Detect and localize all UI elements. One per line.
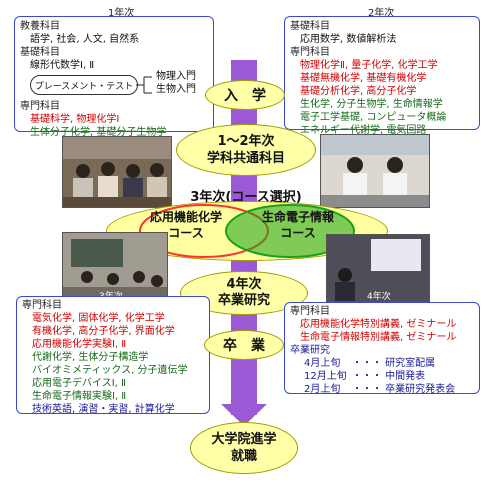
common-subjects-oval: 1～2年次 学科共通科目: [176, 124, 316, 176]
senmon-title-2: 専門科目: [290, 47, 330, 58]
year4-line1: 4年次: [226, 277, 262, 292]
lab-image: [321, 135, 429, 207]
photo-year4: 4年次: [326, 234, 430, 302]
y3-red-line3: 応用機能化学実験Ⅰ, Ⅱ: [32, 339, 127, 350]
course-b-label: 生命電子情報 コース: [248, 209, 348, 241]
course-a-line2: コース: [168, 226, 204, 240]
kiso-title-1: 基礎科目: [20, 47, 60, 58]
schedule-what: ・・・ 卒業研究発表会: [352, 384, 456, 395]
y4-red-line1: 応用機能化学特別講義, ゼミナール: [300, 319, 457, 330]
graduation-oval: 卒 業: [204, 330, 284, 360]
year2-panel: 基礎科目 応用数学, 数値解析法 専門科目 物理化学Ⅱ, 量子化学, 化学工学 …: [284, 16, 480, 136]
biology-intro: 生物入門: [156, 84, 196, 95]
senmon2-line1: 物理化学Ⅱ, 量子化学, 化学工学: [300, 60, 438, 71]
year4-line2: 卒業研究: [217, 293, 270, 308]
year2-label: 2年次: [368, 8, 395, 19]
kyoyo-title: 教養科目: [20, 21, 60, 32]
y3-red-line1: 電気化学, 固体化学, 化学工学: [32, 313, 165, 324]
schedule-when: 4月上旬: [304, 358, 341, 369]
y4-red-line2: 生命電子情報特別講義, ゼミナール: [300, 332, 457, 343]
kiso-title-2: 基礎科目: [290, 21, 330, 32]
senmon1-line2: 生体分子化学, 基礎分子生物学: [30, 127, 167, 138]
photo-classroom: [62, 136, 172, 208]
year4-panel: 専門科目 応用機能化学特別講義, ゼミナール 生命電子情報特別講義, ゼミナール…: [284, 302, 480, 396]
kiso-item-1: 線形代数学Ⅰ, Ⅱ: [30, 60, 95, 71]
course-b-line2: コース: [280, 226, 316, 240]
students-image: [63, 137, 171, 207]
photo-lab: [320, 134, 430, 208]
year4-label: 4年次: [367, 292, 391, 302]
final-line2: 就職: [230, 449, 257, 464]
y3-green-line3: 応用電子デバイスⅠ, Ⅱ: [32, 378, 126, 389]
research-title: 卒業研究: [290, 345, 330, 356]
y3-red-line2: 有機化学, 高分子化学, 界面化学: [32, 326, 175, 337]
senmon1-line1: 基礎科学, 物理化学Ⅰ: [30, 114, 120, 125]
y3-last-line: 技術英語, 演習・実習, 計算化学: [32, 404, 175, 415]
admission-oval: 入 学: [205, 80, 285, 110]
placement-test: プレースメント・テスト: [30, 75, 138, 95]
y3-green-line4: 生命電子情報実験Ⅰ, Ⅱ: [32, 391, 127, 402]
kyoyo-items: 語学, 社会, 人文, 自然系: [30, 34, 140, 45]
senmon2-line3: 基礎分析化学, 高分子化学: [300, 86, 417, 97]
course-a-line1: 応用機能化学: [149, 210, 222, 224]
y3-green-line1: 代謝化学, 生体分子構造学: [32, 352, 149, 363]
course-b-line1: 生命電子情報: [261, 210, 334, 224]
final-oval: 大学院進学 就職: [190, 422, 298, 474]
final-line1: 大学院進学: [211, 432, 277, 447]
schedule-row: 4月上旬・・・ 研究室配属: [290, 357, 474, 370]
schedule-row: 2月上旬・・・ 卒業研究発表会: [290, 383, 474, 396]
common-line1: 1～2年次: [217, 134, 275, 149]
senmon2-line4: 生化学, 分子生物学, 生命情報学: [300, 99, 443, 110]
senmon-title-4: 専門科目: [290, 306, 330, 317]
year1-label: 1年次: [108, 8, 135, 19]
schedule-when: 12月上旬: [304, 371, 347, 382]
course-a-label: 応用機能化学 コース: [136, 209, 236, 241]
schedule-row: 12月上旬・・・ 中間発表: [290, 370, 474, 383]
schedule-what: ・・・ 中間発表: [352, 371, 426, 382]
year3-panel: 専門科目 電気化学, 固体化学, 化学工学 有機化学, 高分子化学, 界面化学 …: [16, 296, 210, 415]
senmon-title-1: 専門科目: [20, 101, 60, 112]
bracket-icon: [136, 76, 152, 94]
kiso-item-2: 応用数学, 数値解析法: [300, 34, 397, 45]
year1-panel: 教養科目 語学, 社会, 人文, 自然系 基礎科目 線形代数学Ⅰ, Ⅱ プレース…: [14, 16, 214, 138]
y3-green-line2: バイオミメティックス, 分子遺伝学: [32, 365, 188, 376]
common-line2: 学科共通科目: [206, 151, 285, 166]
presentation-image: [327, 235, 429, 301]
senmon2-line5: 電子工学基礎, コンピュータ概論: [300, 112, 447, 123]
senmon2-line2: 基礎無機化学, 基礎有機化学: [300, 73, 427, 84]
physics-intro: 物理入門: [156, 71, 196, 82]
schedule-when: 2月上旬: [304, 384, 341, 395]
schedule-what: ・・・ 研究室配属: [352, 358, 436, 369]
photo-year3: 3年次: [62, 232, 168, 302]
course-venn: [139, 204, 355, 258]
senmon-title-3: 専門科目: [22, 300, 62, 311]
senmon2-line6: エネルギー代謝学, 電気回路: [300, 125, 427, 136]
flow-arrow-head: [221, 404, 267, 426]
